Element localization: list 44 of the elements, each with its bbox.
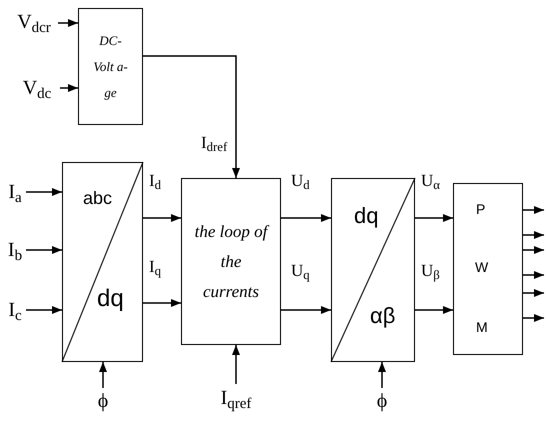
- signal-text: I$_{a}$: [8, 182, 22, 202]
- arrow: [26, 306, 62, 314]
- arrow: [523, 231, 544, 239]
- arrow: [99, 362, 107, 388]
- arrow: [60, 84, 78, 92]
- arrow: [26, 246, 62, 254]
- arrow: [415, 214, 453, 222]
- edge-label: U$_{α}$: [420, 172, 441, 189]
- arrow: [523, 271, 544, 279]
- arrow: [378, 362, 386, 388]
- arrow: [523, 246, 544, 254]
- signal-text: ϕ: [376, 391, 388, 411]
- arrow: [26, 188, 62, 196]
- signal-text: ϕ: [98, 391, 108, 411]
- arrow: [523, 314, 544, 322]
- arrow: [523, 289, 544, 297]
- arrow: [143, 55, 240, 178]
- signal-text: I$_{b}$: [8, 240, 22, 260]
- arrow: [232, 345, 240, 384]
- block-box: [78, 8, 143, 125]
- arrow: [281, 214, 331, 222]
- block-text: M: [476, 320, 488, 334]
- edge-label: I$_{d}$: [148, 172, 162, 189]
- block-text: dq: [97, 287, 124, 311]
- block-text: the loop of the currents: [194, 220, 268, 302]
- signal-text: I$_{c}$: [8, 300, 22, 320]
- block-text: dq: [354, 205, 378, 227]
- block-text: W: [475, 260, 488, 274]
- block-text: DC- Volt a-ge: [92, 32, 128, 102]
- block-box: [181, 178, 281, 345]
- block-box: [453, 183, 523, 355]
- signal-text: V$_{dcr}$: [17, 12, 51, 32]
- arrow: [415, 306, 453, 314]
- edge-label: U$_{d}$: [290, 172, 311, 189]
- arrow: [281, 306, 331, 314]
- block-text: αβ: [370, 305, 396, 327]
- arrow: [143, 299, 181, 307]
- edge-label: I$_{dref}$: [200, 134, 228, 151]
- block-text: P: [476, 202, 486, 216]
- arrow: [58, 19, 78, 27]
- signal-text: V$_{dc}$: [22, 78, 52, 98]
- arrow: [523, 206, 544, 214]
- block-text: abc: [83, 189, 112, 207]
- arrow: [143, 214, 181, 222]
